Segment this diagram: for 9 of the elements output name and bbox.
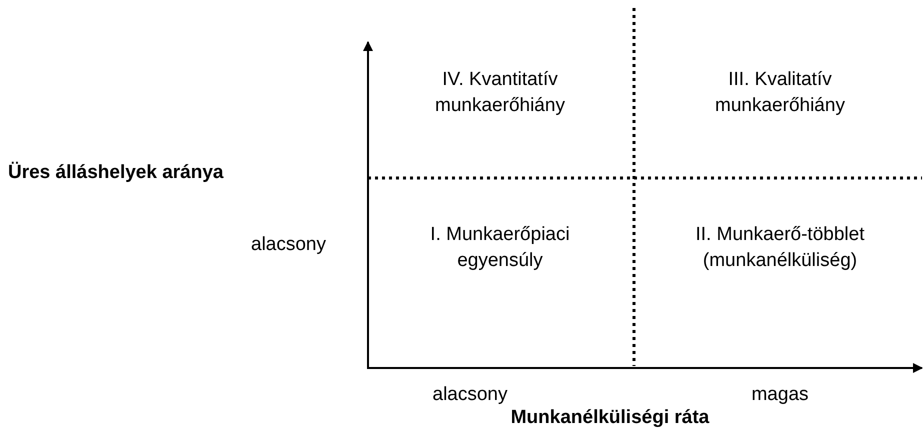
quadrant-label: I. Munkaerőpiaci egyensúly — [429, 223, 571, 273]
axis-title: Üres álláshelyek aránya — [8, 160, 224, 185]
axis-value-label: alacsony — [250, 233, 326, 257]
axis-value-label: alacsony — [432, 383, 508, 407]
axis-title: Munkanélküliségi ráta — [510, 406, 710, 430]
quadrant-label: IV. Kvantitatív munkaerőhiány — [434, 68, 566, 118]
axis-value-label: magas — [750, 383, 810, 407]
quadrant-label: II. Munkaerő-többlet (munkanélküliség) — [694, 223, 866, 273]
quadrant-label: III. Kvalitatív munkaerőhiány — [714, 68, 846, 118]
